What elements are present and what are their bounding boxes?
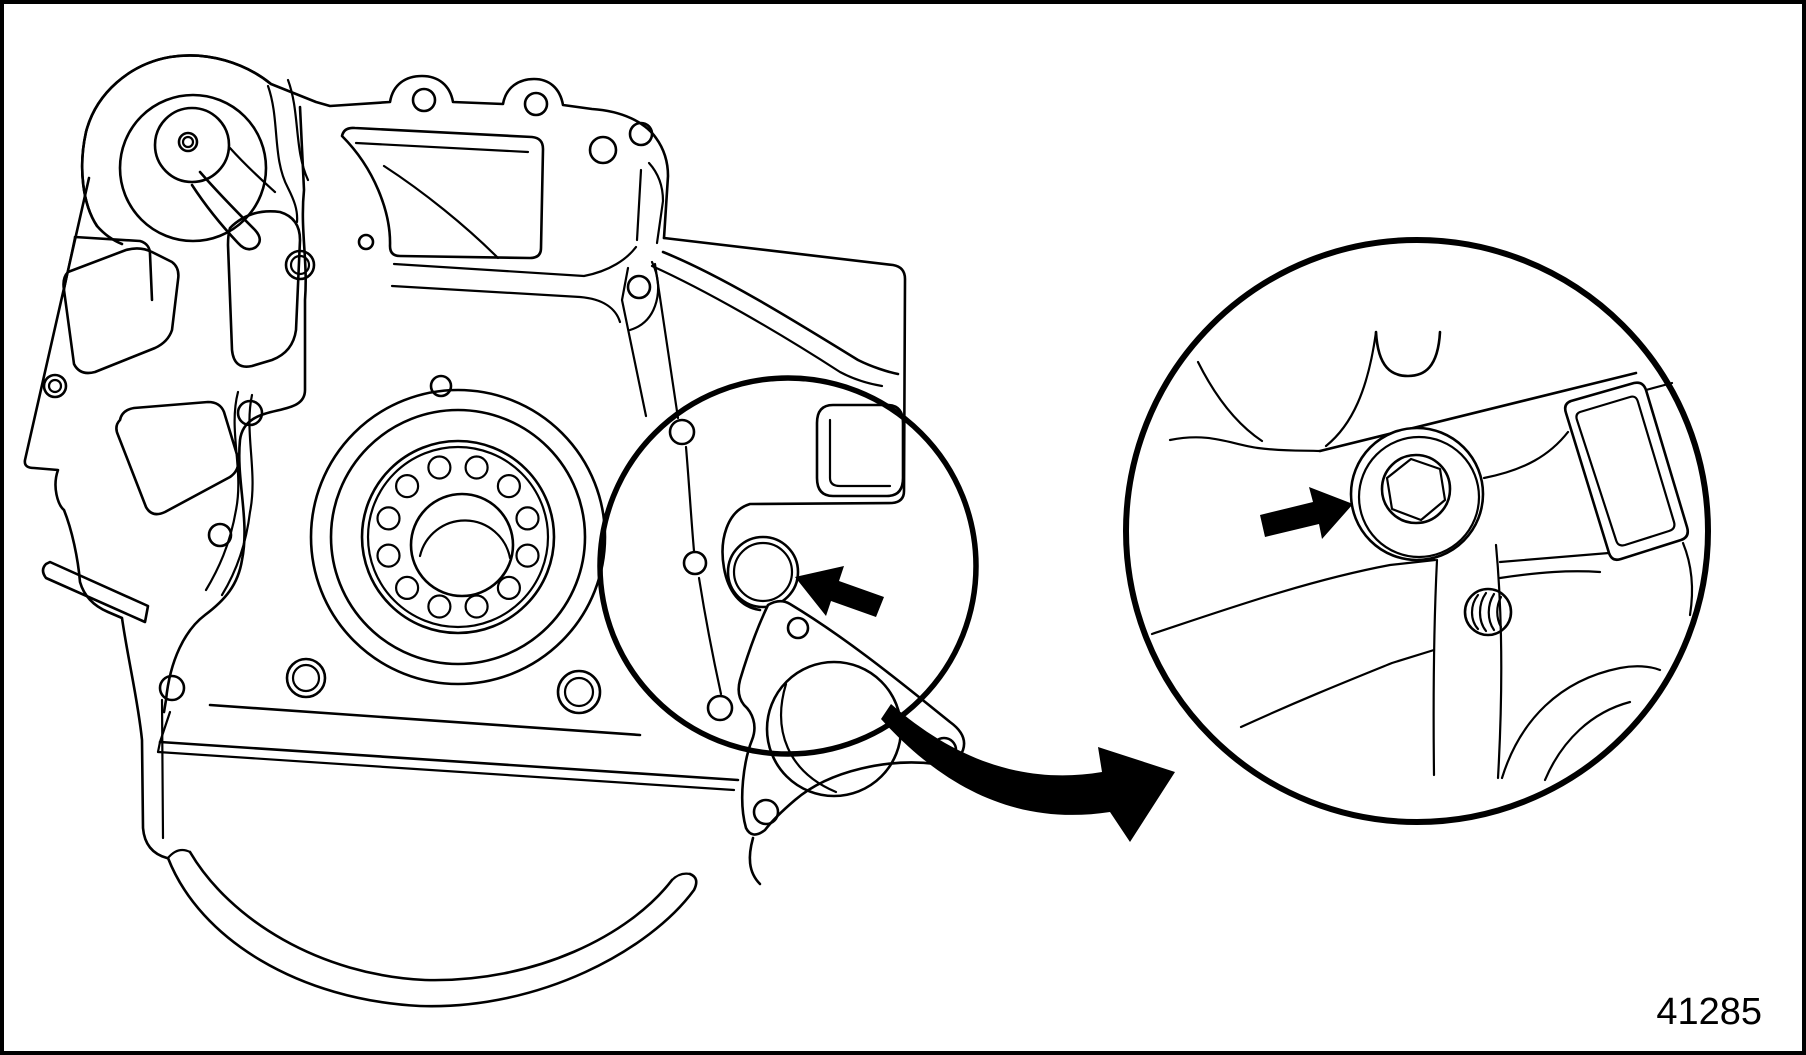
silhouette-left — [23, 176, 169, 860]
u-notch — [1374, 330, 1442, 378]
plug-location-arrow — [795, 566, 884, 617]
pilot-bore-arc — [418, 519, 512, 560]
detail-view — [1123, 237, 1711, 825]
oil-gallery-plug-main-view — [726, 535, 800, 609]
plug-socket-bore — [1380, 453, 1452, 525]
flange-bolt-circle — [376, 455, 540, 619]
cylinder-shadow-line — [382, 164, 500, 260]
mid-web-region — [204, 210, 316, 597]
engine-block-illustration — [23, 54, 966, 1008]
callout-circle — [597, 375, 979, 757]
hex-socket — [1385, 457, 1447, 522]
crankshaft-flange — [309, 388, 607, 686]
oil-pan-rail-strap — [166, 836, 762, 1008]
detail-pointer-arrow — [1260, 487, 1353, 539]
face-window — [340, 126, 545, 260]
crankshaft-center-hole — [409, 492, 515, 598]
belt-tensioner-pulley — [80, 54, 310, 251]
bracket-foot — [41, 560, 150, 624]
bracket-window-upper — [62, 247, 180, 375]
left-rib-line — [160, 698, 165, 840]
figure-number: 41285 — [1656, 991, 1762, 1033]
tensioner-arm — [190, 170, 262, 251]
curved-magnify-arrow — [881, 704, 1175, 842]
gasket-face-plate — [156, 87, 905, 792]
detail-structure-lines — [1150, 330, 1694, 782]
detail-pocket — [1563, 381, 1690, 562]
hex-socket-plug — [1349, 426, 1485, 562]
threaded-hole — [1463, 587, 1513, 637]
silhouette-right — [662, 236, 907, 612]
